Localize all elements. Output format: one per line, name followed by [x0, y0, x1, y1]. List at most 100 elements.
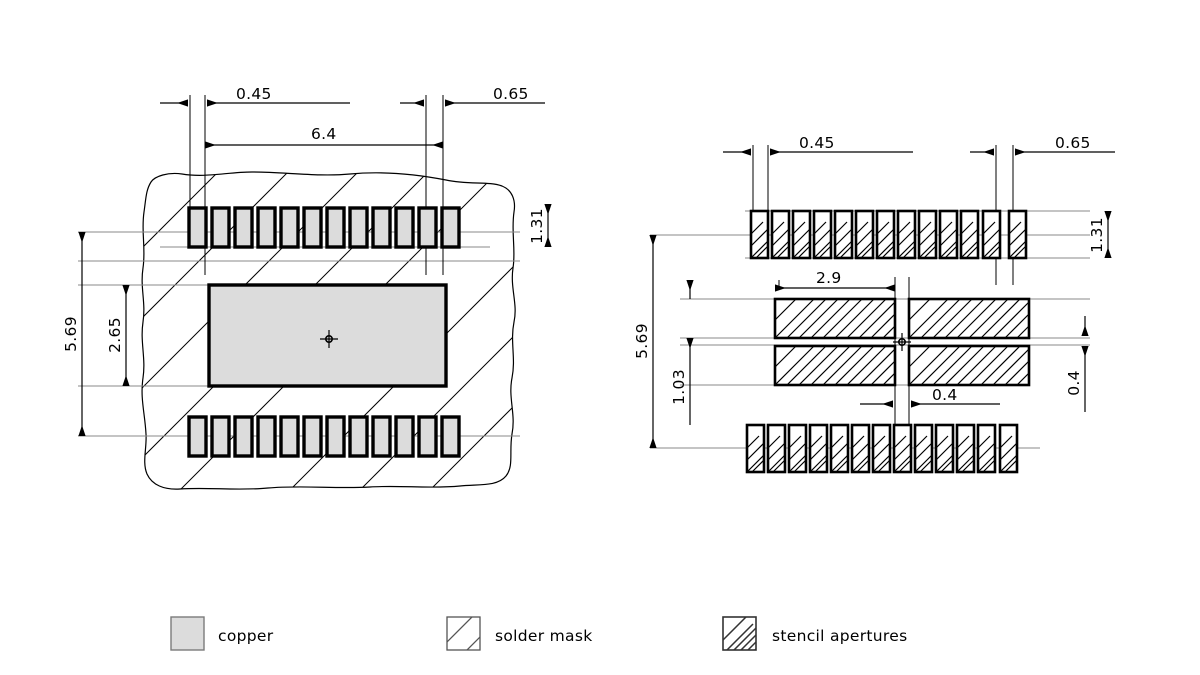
stencil-aperture [787, 423, 808, 474]
copper-pad [210, 206, 231, 249]
dimension-0p65-left: 0.65 [400, 85, 545, 107]
copper-pad [256, 206, 277, 249]
dimension-5p69-left: 5.69 [62, 232, 86, 436]
center-datum-mark-right [893, 333, 911, 351]
dimension-label-0p45-left: 0.45 [236, 85, 272, 103]
legend-copper-swatch [170, 616, 205, 651]
stencil-aperture [913, 423, 934, 474]
stencil-aperture-view: 0.45 0.65 1.31 5.69 1.03 [633, 134, 1115, 474]
copper-pad [371, 415, 392, 458]
legend-copper-item: copper [170, 616, 274, 651]
legend-solder-mask-label: solder mask [495, 627, 593, 645]
copper-pad [325, 415, 346, 458]
legend-stencil-apertures-item: stencil apertures [722, 616, 907, 651]
copper-pad [348, 415, 369, 458]
stencil-aperture [955, 423, 976, 474]
copper-pad [371, 206, 392, 249]
dimension-label-2p65: 2.65 [106, 317, 124, 353]
dimension-1p03: 1.03 [670, 280, 694, 425]
copper-pad [394, 206, 415, 249]
legend-stencil-apertures-label: stencil apertures [772, 627, 907, 645]
dimension-label-0p4-horizontal: 0.4 [932, 386, 958, 404]
stencil-aperture [981, 209, 1002, 260]
copper-pad [417, 415, 438, 458]
stencil-aperture [808, 423, 829, 474]
dimension-label-6p4: 6.4 [311, 125, 337, 143]
dimension-0p4-horizontal: 0.4 [860, 386, 1000, 408]
stencil-aperture-center [773, 344, 897, 387]
dimension-1p31-right: 1.31 [1088, 211, 1112, 258]
stencil-aperture [766, 423, 787, 474]
top-pad-row [187, 206, 461, 249]
dimension-label-5p69-right: 5.69 [633, 323, 651, 359]
dimension-1p31-left: 1.31 [528, 204, 552, 247]
dimension-label-0p45-right: 0.45 [799, 134, 835, 152]
copper-pad [279, 206, 300, 249]
stencil-aperture [938, 209, 959, 260]
stencil-aperture-center [773, 297, 897, 340]
copper-pad [302, 415, 323, 458]
stencil-aperture [998, 423, 1019, 474]
copper-pad [417, 206, 438, 249]
stencil-aperture [917, 209, 938, 260]
copper-pad [394, 415, 415, 458]
copper-solder-mask-view: 0.45 0.65 6.4 1.31 5.69 [62, 85, 552, 490]
copper-pad [325, 206, 346, 249]
copper-pad [440, 415, 461, 458]
dimension-0p45-left: 0.45 [160, 85, 350, 107]
legend-solder-mask-swatch [446, 616, 481, 651]
stencil-aperture [850, 423, 871, 474]
stencil-aperture [1007, 209, 1028, 260]
copper-pad [233, 206, 254, 249]
center-thermal-apertures [773, 297, 1031, 387]
copper-pad [256, 415, 277, 458]
bottom-aperture-row [745, 423, 1019, 474]
dimension-5p69-right: 5.69 [633, 235, 657, 448]
stencil-aperture [854, 209, 875, 260]
stencil-aperture [871, 423, 892, 474]
stencil-aperture [892, 423, 913, 474]
dimension-0p4-vertical: 0.4 [1065, 316, 1089, 412]
copper-pad [187, 415, 208, 458]
copper-pad [233, 415, 254, 458]
dimension-label-1p31-left: 1.31 [528, 208, 546, 244]
copper-pad [187, 206, 208, 249]
dimension-2p65: 2.65 [106, 285, 130, 386]
stencil-aperture [791, 209, 812, 260]
legend-solder-mask-item: solder mask [446, 616, 593, 651]
stencil-aperture [745, 423, 766, 474]
stencil-aperture [770, 209, 791, 260]
stencil-aperture [812, 209, 833, 260]
stencil-aperture [934, 423, 955, 474]
copper-pad [302, 206, 323, 249]
top-aperture-row [749, 209, 1028, 260]
stencil-aperture [833, 209, 854, 260]
dimension-0p65-right: 0.65 [970, 134, 1115, 156]
legend: copper solder mask stencil apertures [170, 616, 907, 651]
center-datum-mark [320, 330, 338, 348]
bottom-pad-row [187, 415, 461, 458]
legend-copper-label: copper [218, 627, 274, 645]
dimension-label-0p65-right: 0.65 [1055, 134, 1091, 152]
copper-pad [440, 206, 461, 249]
copper-pad [210, 415, 231, 458]
stencil-aperture [959, 209, 980, 260]
stencil-aperture [829, 423, 850, 474]
stencil-aperture-center [907, 297, 1031, 340]
dimension-label-1p31-right: 1.31 [1088, 217, 1106, 253]
dimension-label-0p4-vertical: 0.4 [1065, 370, 1083, 396]
dimension-2p9: 2.9 [775, 269, 895, 292]
dimension-label-0p65-left: 0.65 [493, 85, 529, 103]
dimension-label-1p03: 1.03 [670, 369, 688, 405]
copper-pad [348, 206, 369, 249]
stencil-aperture [976, 423, 997, 474]
stencil-aperture [896, 209, 917, 260]
solder-mask-outline [141, 171, 516, 490]
dimension-label-5p69-left: 5.69 [62, 316, 80, 352]
copper-pad [279, 415, 300, 458]
stencil-aperture-center [907, 344, 1031, 387]
dimension-6p4: 6.4 [205, 125, 443, 149]
dimension-0p45-right: 0.45 [723, 134, 913, 156]
